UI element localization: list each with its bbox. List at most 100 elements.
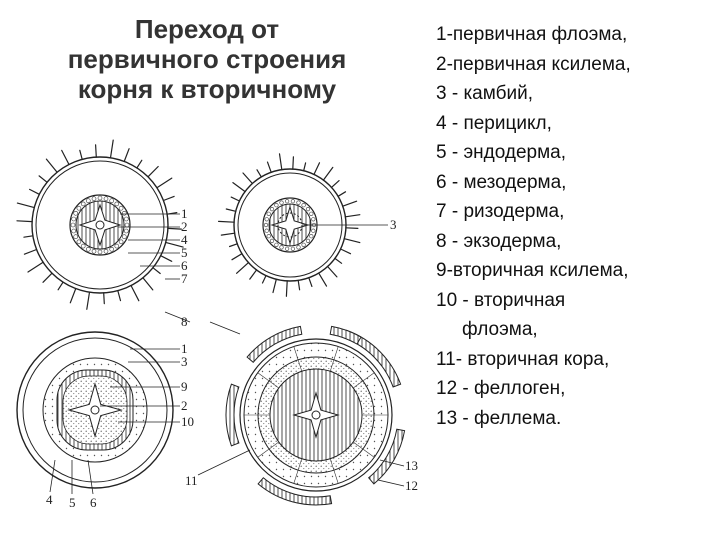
root-hair [278,153,283,171]
label-9: 9 [181,379,188,394]
exodermis-ring [16,331,174,489]
cell [80,243,86,249]
root-hairs [218,153,361,297]
root-hair [308,277,313,287]
cell [269,206,275,212]
leader-lines [49,213,405,495]
cell [76,205,82,211]
cell [103,249,109,254]
root-hair [142,277,154,291]
phellem-plate [343,329,402,388]
cell [124,222,130,228]
cell [86,247,91,252]
cell [263,222,269,228]
root-hair [152,267,161,275]
leader-line [377,479,405,487]
root-hair [342,200,358,207]
label-2-bottom: 2 [181,398,188,413]
cell [103,196,109,201]
root-hair [261,275,267,284]
root-hair [165,241,184,248]
ray-line [293,346,303,372]
cell [114,201,120,207]
cell [274,203,279,208]
ray-line [329,346,339,372]
legend-item: 13 - феллема. [436,407,562,429]
root-hair [345,227,359,230]
root-hair [242,172,253,185]
root-hair [162,195,175,202]
cell [91,249,97,254]
root-hair [334,257,343,264]
cell [71,216,76,222]
root-hair [42,272,53,283]
cell [266,234,271,239]
root-hair [218,220,235,223]
leader-line [209,321,241,335]
cell [118,205,124,211]
cell [305,238,311,243]
root-hair [343,238,361,244]
root-hair [292,156,294,170]
pericycle-cells [263,199,317,251]
stele-center [90,405,100,415]
cell [76,239,82,245]
legend-item-continuation-text: флоэма, [462,319,538,340]
ray-line [257,441,279,458]
root-hair [266,161,272,173]
root-hair [160,255,173,262]
cell [296,200,301,205]
title-line-2: первичного строения [67,44,347,74]
slide-title: Переход от первичного строения корня к в… [22,14,392,104]
root-hair [103,292,105,305]
cell [73,211,78,216]
root-hair [29,188,40,195]
phellem-plate [246,325,303,364]
cell [91,196,97,201]
root-hair [231,253,243,261]
legend-item: 3 - камбий, [436,83,533,104]
root-hair [229,243,238,248]
label-6: 6 [181,258,188,273]
legend-item: 10 - вторичная [436,289,566,311]
cell [290,246,296,251]
title-line-1: Переход от [134,14,280,44]
cell [290,199,296,204]
phellem-plate [257,477,333,506]
cell [97,249,103,255]
cell [70,222,76,228]
cell [114,243,120,249]
root-hair [330,179,340,189]
root-hair [230,196,240,202]
rhizodermis-ring [31,156,169,294]
root-hair [123,148,130,163]
legend-item: 8 - экзодерма, [436,230,562,252]
root-hair [109,139,114,159]
cell [285,199,290,204]
cell [122,234,127,239]
label-7: 7 [181,271,188,286]
legend-item: 12 - феллоген, [436,378,566,399]
ray-line [293,458,303,484]
cell [124,228,129,234]
root-hair [256,169,262,178]
cell [118,239,124,245]
root-hair [156,177,173,189]
primary-structure-section [16,139,184,310]
cell [296,245,301,250]
root-hair [249,269,258,280]
root-hair [45,158,58,173]
cell [124,216,129,222]
cell [86,198,91,203]
cell [311,217,316,222]
cell [301,242,306,247]
root-hair [79,149,83,160]
root-cross-section-diagram: 1 2 4 5 6 7 3 8 1 3 9 2 10 4 5 6 11 13 1… [16,139,418,510]
legend-list: 1-первичная флоэма, 2-первичная ксилема,… [436,20,716,433]
leader-line [49,459,56,493]
cell [274,242,279,247]
root-hair [117,290,122,302]
root-hairs [16,139,184,310]
label-5-under: 5 [69,495,76,510]
secondary-structure-section [225,325,406,506]
